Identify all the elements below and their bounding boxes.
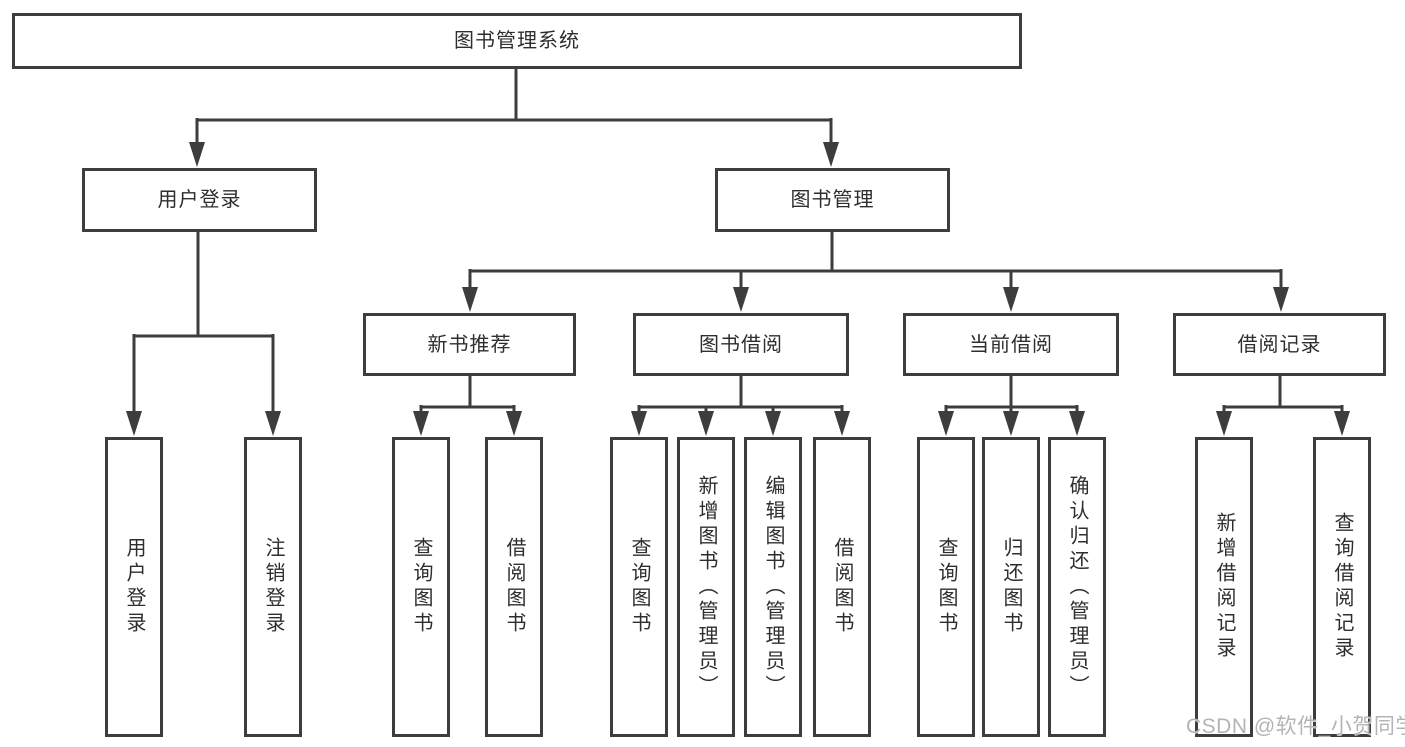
leaf-query-books-1: 查询图书 (392, 437, 450, 737)
leaf-edit-book-admin: 编辑图书（管理员） (744, 437, 802, 737)
node-current-borrowing: 当前借阅 (903, 313, 1119, 376)
leaf-query-books-2: 查询图书 (610, 437, 668, 737)
csdn-watermark: CSDN @软件_小贺同学 (1186, 715, 1405, 738)
leaf-confirm-return-admin: 确认归还（管理员） (1048, 437, 1106, 737)
node-library-system: 图书管理系统 (12, 13, 1022, 69)
leaf-borrow-books-2: 借阅图书 (813, 437, 871, 737)
leaf-logout: 注销登录 (244, 437, 302, 737)
node-book-borrowing: 图书借阅 (633, 313, 849, 376)
leaf-add-borrow-record: 新增借阅记录 (1195, 437, 1253, 737)
leaf-add-book-admin: 新增图书（管理员） (677, 437, 735, 737)
leaf-user-login: 用户登录 (105, 437, 163, 737)
node-borrow-records: 借阅记录 (1173, 313, 1386, 376)
leaf-borrow-books-1: 借阅图书 (485, 437, 543, 737)
node-book-management: 图书管理 (715, 168, 950, 232)
node-user-login: 用户登录 (82, 168, 317, 232)
node-new-book-recommend: 新书推荐 (363, 313, 576, 376)
leaf-return-books: 归还图书 (982, 437, 1040, 737)
leaf-query-books-3: 查询图书 (917, 437, 975, 737)
leaf-query-borrow-record: 查询借阅记录 (1313, 437, 1371, 737)
